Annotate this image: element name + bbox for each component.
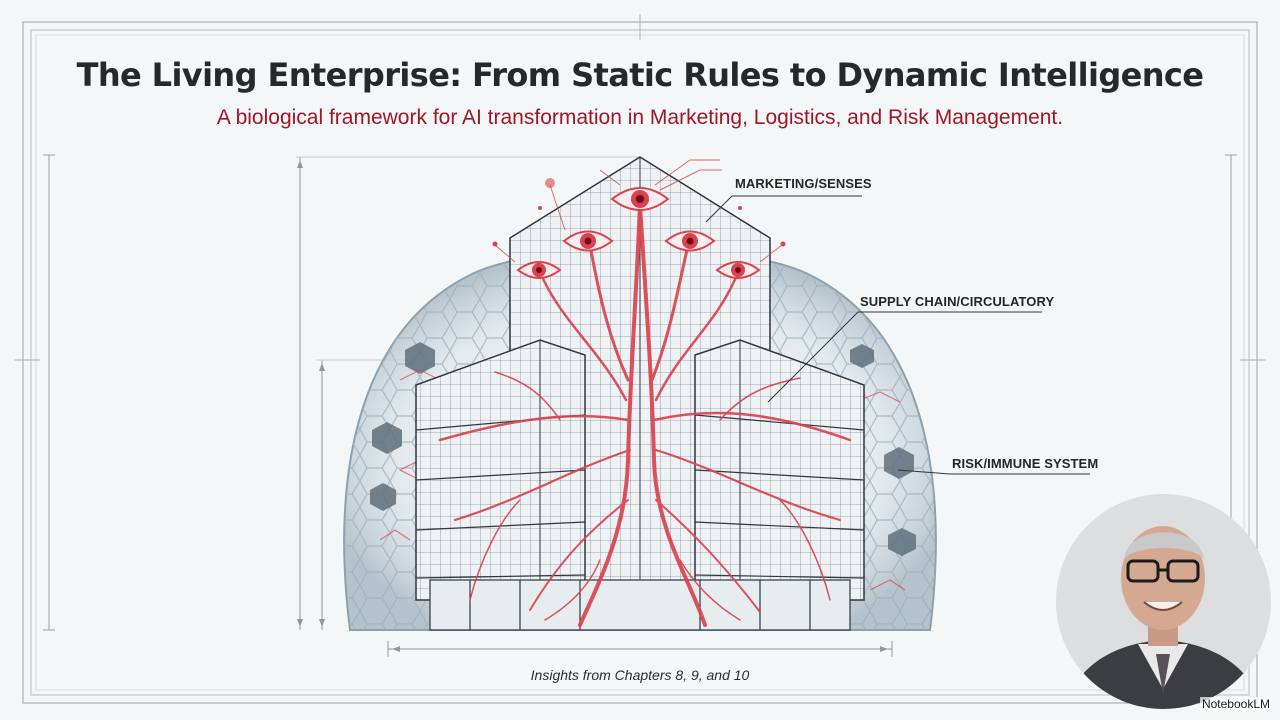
circulatory-vessels bbox=[438, 203, 852, 627]
building-base bbox=[429, 579, 851, 631]
presenter-avatar bbox=[1056, 494, 1271, 709]
left-wing bbox=[415, 339, 586, 601]
right-wing bbox=[694, 339, 865, 601]
slide-footer: Insights from Chapters 8, 9, and 10 bbox=[530, 667, 750, 683]
eye-icon bbox=[516, 261, 562, 279]
callout-leaders bbox=[705, 195, 1090, 475]
callout-marketing-senses: MARKETING/SENSES bbox=[735, 176, 872, 191]
eye-icon bbox=[610, 187, 670, 211]
eye-icon bbox=[562, 230, 614, 252]
presenter-webcam bbox=[1056, 494, 1271, 709]
callout-supply-chain-circulatory: SUPPLY CHAIN/CIRCULATORY bbox=[860, 294, 1055, 309]
slide-subtitle: A biological framework for AI transforma… bbox=[216, 106, 1064, 129]
sensor-eyes bbox=[492, 159, 786, 279]
notebooklm-watermark: NotebookLM bbox=[1199, 697, 1272, 711]
eye-icon bbox=[664, 230, 716, 252]
eye-icon bbox=[715, 261, 761, 279]
callout-risk-immune-system: RISK/IMMUNE SYSTEM bbox=[952, 456, 1099, 471]
slide-title: The Living Enterprise: From Static Rules… bbox=[76, 56, 1204, 94]
